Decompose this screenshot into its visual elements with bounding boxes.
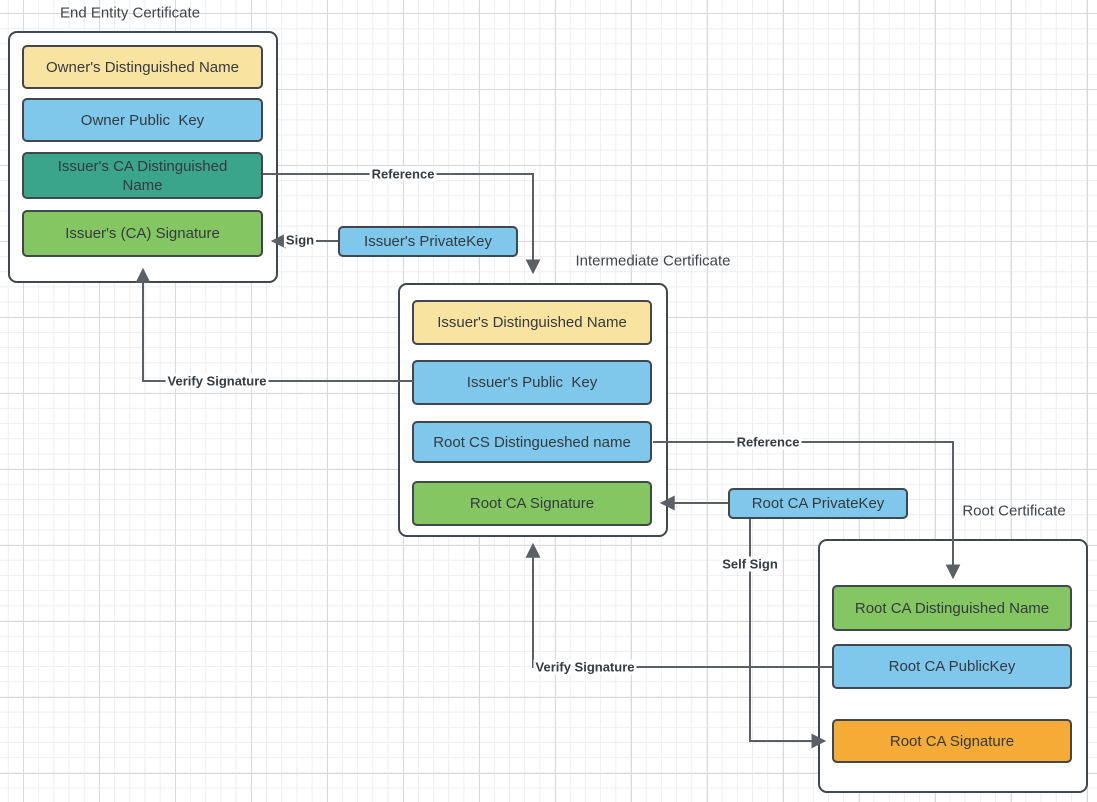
label-verify-signature-right: Verify Signature — [533, 659, 637, 675]
cell-issuers-distinguished-name: Issuer's Distinguished Name — [412, 300, 652, 345]
connector-verify-signature-left — [135, 267, 413, 382]
cell-root-ca-distinguished-name: Root CA Distinguished Name — [832, 585, 1072, 631]
root-certificate-title: Root Certificate — [962, 502, 1066, 520]
cell-root-ca-signature: Root CA Signature — [832, 719, 1072, 763]
connector-verify-signature-right — [525, 542, 832, 668]
end-entity-certificate-title: End Entity Certificate — [59, 4, 201, 22]
label-reference-left: Reference — [369, 166, 437, 182]
cell-issuers-ca-signature: Issuer's (CA) Signature — [22, 210, 263, 257]
label-self-sign: Self Sign — [720, 556, 780, 572]
cell-issuers-ca-distinguished-name: Issuer's CA Distinguished Name — [22, 152, 263, 199]
label-sign: Sign — [283, 232, 317, 248]
cell-issuers-privatekey: Issuer's PrivateKey — [338, 226, 518, 257]
cell-root-ca-privatekey: Root CA PrivateKey — [728, 488, 908, 519]
cell-owners-distinguished-name: Owner's Distinguished Name — [22, 45, 263, 89]
cell-intermediate-root-ca-signature: Root CA Signature — [412, 481, 652, 526]
intermediate-certificate-title: Intermediate Certificate — [575, 252, 731, 270]
label-reference-right: Reference — [734, 434, 802, 450]
connector-self-sign — [749, 519, 827, 749]
cell-issuers-public-key: Issuer's Public Key — [412, 360, 652, 405]
label-verify-signature-left: Verify Signature — [165, 373, 269, 389]
cell-root-cs-distingueshed-name: Root CS Distingueshed name — [412, 421, 652, 463]
cell-owner-public-key: Owner Public Key — [22, 98, 263, 142]
connector-reference-left — [263, 173, 541, 275]
cell-root-ca-publickey: Root CA PublicKey — [832, 644, 1072, 689]
